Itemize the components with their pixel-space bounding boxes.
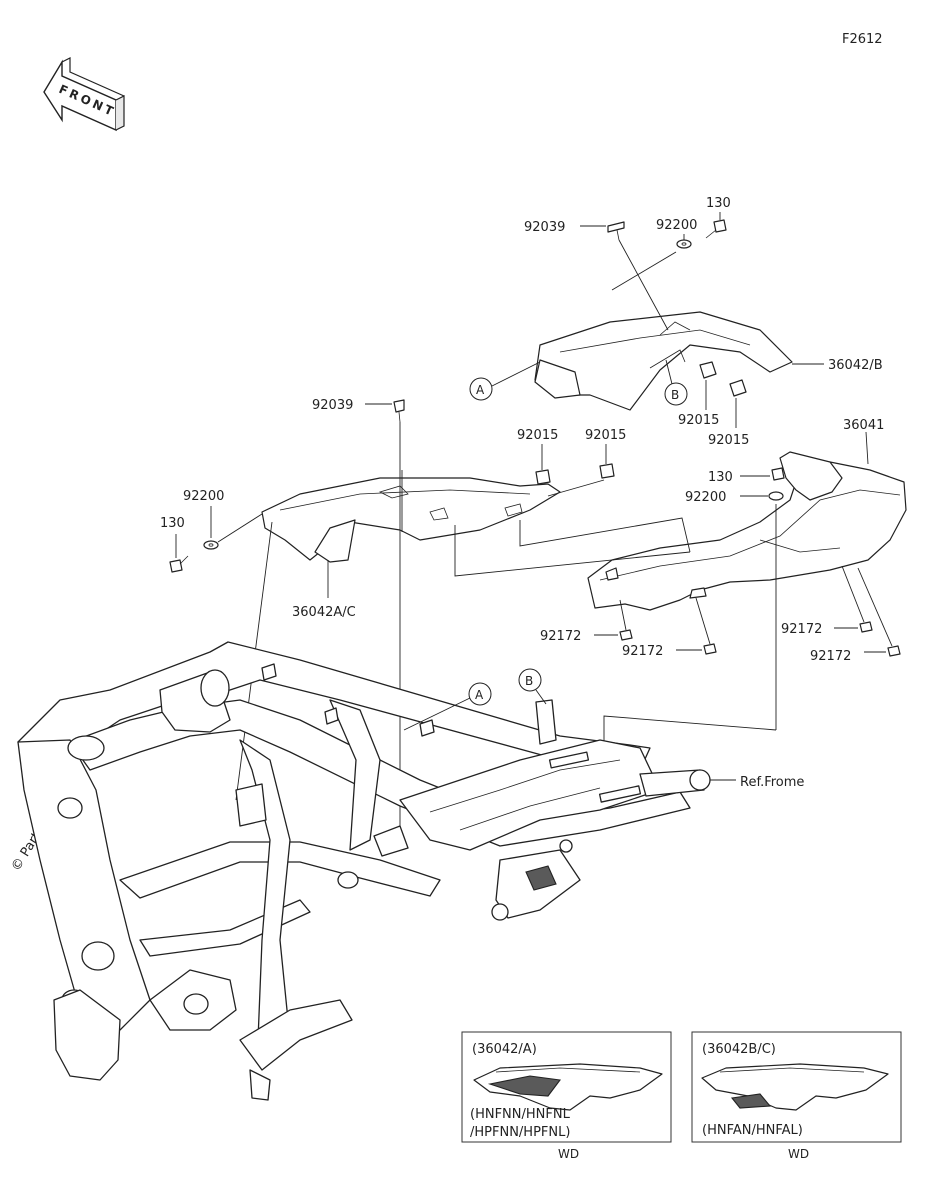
label-92015-m1: 92015 [517,428,558,443]
screw-92172-3 [859,621,873,633]
cover-36041 [587,451,907,611]
inset-36042A-models-l2: /HPFNN/HPFNL) [470,1125,570,1140]
label-92172-2: 92172 [622,644,663,659]
label-92172-1: 92172 [540,629,581,644]
callout-a-frame-label: A [475,688,484,702]
cover-36042AC [261,477,561,563]
callout-b-frame [518,668,542,692]
cover-36042B [534,311,793,411]
washer-92200-top [676,239,692,249]
inset-36042BC-title: (36042B/C) [702,1042,776,1057]
label-36042AC: 36042A/C [292,605,356,620]
ref-frame-label: Ref.Frome [740,775,804,790]
front-arrow-icon: FRONT [43,57,125,132]
label-92200-top: 92200 [656,218,697,233]
inset-36042A-models-l1: (HNFNN/HNFNL [470,1107,571,1122]
label-92200-right: 92200 [685,490,726,505]
bolt-130-top [705,219,727,239]
inset-36042A-title: (36042/A) [472,1042,537,1057]
callout-b-frame-label: B [525,674,533,688]
label-130-left: 130 [160,516,185,531]
screw-92039-mid [393,399,405,423]
clip-92015-m2 [599,463,615,479]
bolt-130-left [169,555,189,573]
callout-a-frame [468,682,492,706]
washer-92200-right [768,491,784,501]
label-92015-m2: 92015 [585,428,626,443]
label-92172-4: 92172 [810,649,851,664]
label-92039-mid: 92039 [312,398,353,413]
screw-92172-4 [887,645,901,657]
inset-36042A: (36042/A) (HNFNN/HNFNL /HPFNN/HPFNL) WD [461,1031,672,1161]
label-92039-top: 92039 [524,220,565,235]
clip-92015-r1 [699,361,717,379]
figure-code: F2612 [842,32,883,47]
screw-92172-2 [703,643,717,655]
label-92200-left: 92200 [183,489,224,504]
clip-92015-r2 [729,379,747,397]
label-92015-r2: 92015 [708,433,749,448]
screw-92172-1 [619,629,633,641]
inset-36042BC-models-l1: (HNFAN/HNFAL) [702,1123,803,1138]
screw-92039-top [607,221,625,241]
inset-36042A-note: WD [558,1147,579,1161]
label-130-right: 130 [708,470,733,485]
label-92015-r1: 92015 [678,413,719,428]
inset-36042BC-note: WD [788,1147,809,1161]
callout-b-top-label: B [671,388,679,402]
label-36042B: 36042/B [828,358,883,373]
callout-a-top [469,377,493,401]
label-130-top: 130 [706,196,731,211]
inset-36042BC: (36042B/C) (HNFAN/HNFAL) WD [691,1031,902,1161]
frame [17,641,711,1101]
callout-a-top-label: A [476,383,485,397]
label-36041: 36041 [843,418,884,433]
label-92172-3: 92172 [781,622,822,637]
bolt-130-right [771,467,785,481]
callout-b-top [664,382,688,406]
clip-92015-m1 [535,469,551,485]
washer-92200-left [203,540,219,550]
